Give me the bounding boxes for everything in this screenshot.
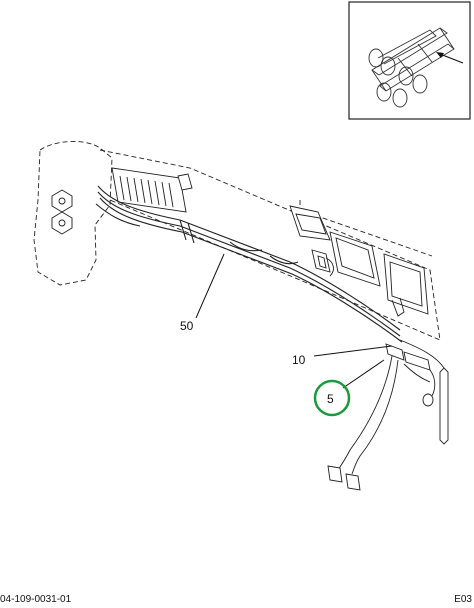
highlight-circle xyxy=(313,379,351,417)
relay-modules xyxy=(289,205,429,317)
inset-locator-view xyxy=(348,1,471,120)
drawing-number: 04-109-0031-01 xyxy=(0,594,72,605)
main-harness-bundle xyxy=(95,185,403,343)
harness-assembly-drawing xyxy=(33,140,449,491)
callout-5: 5 xyxy=(327,392,334,406)
bolt-heads xyxy=(51,189,73,235)
terminal-block xyxy=(111,167,193,213)
pigtail-5 xyxy=(327,355,436,491)
callout-50: 50 xyxy=(180,319,194,333)
callout-10: 10 xyxy=(292,353,306,367)
revision-code: E03 xyxy=(454,594,472,605)
leader-lines xyxy=(195,253,393,389)
connector-10 xyxy=(385,343,431,371)
